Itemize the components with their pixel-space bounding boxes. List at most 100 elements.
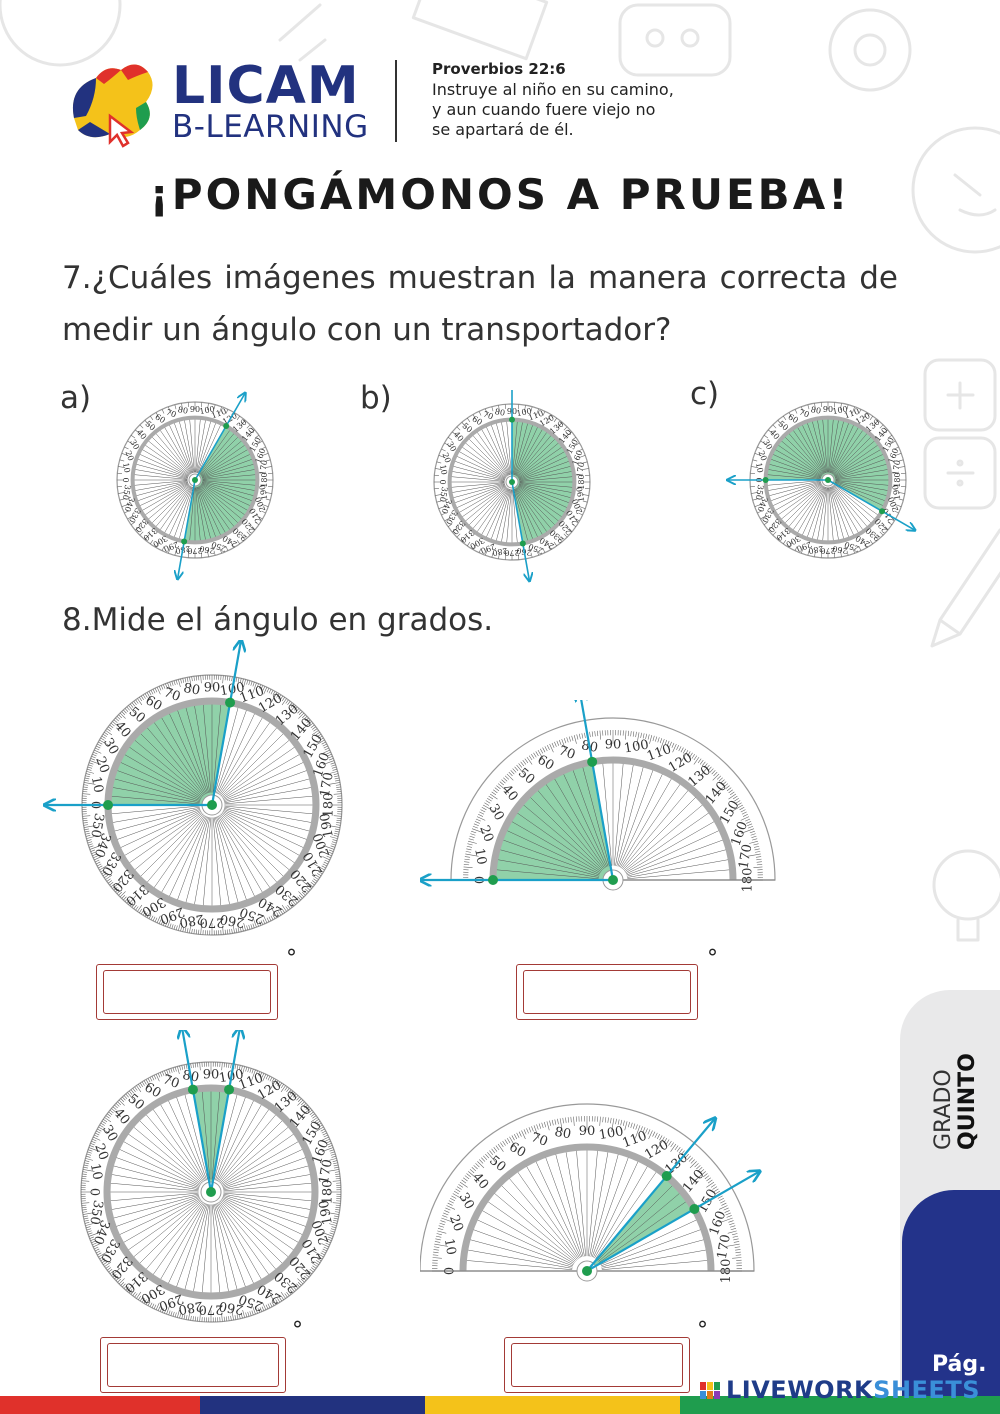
protractor-tick [247, 1067, 250, 1073]
protractor-tick [311, 730, 319, 736]
protractor-tick [287, 905, 291, 910]
protractor-spoke [183, 1203, 209, 1293]
protractor-tick [499, 781, 504, 786]
protractor-tick [186, 677, 189, 682]
protractor-scale-band [489, 756, 737, 881]
protractor-tick [163, 684, 166, 689]
protractor-tick [281, 908, 285, 913]
protractor-tick [123, 896, 127, 901]
protractor-tick [128, 705, 137, 715]
protractor-tick [137, 698, 143, 706]
protractor-tick [113, 719, 118, 723]
protractor-tick [333, 793, 342, 795]
protractor-tick [294, 1285, 299, 1289]
protractor-tick [98, 1250, 109, 1258]
protractor-tick [326, 855, 331, 859]
answer-box-2[interactable] [516, 964, 698, 1020]
answer-box-3[interactable] [100, 1337, 286, 1393]
protractor-spoke [111, 777, 201, 803]
protractor-tick [195, 929, 198, 935]
protractor-tick [465, 851, 471, 853]
protractor-tick [94, 1134, 99, 1138]
protractor-tick [166, 1069, 171, 1081]
protractor-tick [100, 1258, 105, 1262]
protractor-tick [242, 678, 244, 684]
protractor-tick [554, 1119, 557, 1125]
protractor-tick [293, 1286, 297, 1291]
protractor-scale-label: 280 [177, 1298, 204, 1317]
option-c-label[interactable]: c) [690, 376, 720, 412]
protractor-tick [230, 1063, 232, 1069]
protractor-spoke [590, 1151, 620, 1257]
protractor-tick [261, 1073, 265, 1078]
protractor-spoke [158, 1101, 205, 1182]
protractor-tick [91, 1140, 96, 1144]
protractor-figure-4: 0102030405060708090100110120130140150160… [420, 1103, 800, 1283]
protractor-tick [456, 533, 461, 538]
protractor-tick [149, 1077, 153, 1082]
answer-box-1[interactable] [96, 964, 278, 1020]
protractor-tick [199, 1313, 201, 1322]
protractor-tick [536, 1124, 539, 1130]
protractor-tick [581, 494, 589, 496]
protractor-tick [322, 1248, 327, 1252]
protractor-tick [249, 429, 255, 435]
protractor-tick [556, 740, 560, 746]
protractor-tick [546, 1121, 550, 1131]
protractor-tick [154, 688, 158, 693]
protractor-tick [335, 1209, 340, 1211]
protractor-tick [287, 1089, 292, 1094]
protractor-tick [491, 791, 497, 796]
protractor-option-b[interactable]: 0102030405060708090100110120130140150160… [410, 390, 610, 590]
protractor-tick [540, 748, 544, 754]
protractor-tick [719, 1217, 733, 1224]
protractor-tick [81, 1180, 90, 1182]
protractor-tick [289, 1289, 294, 1294]
protractor-tick [323, 861, 328, 865]
protractor-tick [90, 758, 95, 761]
protractor-tick [184, 927, 187, 933]
protractor-spoke [217, 710, 257, 794]
protractor-tick [635, 731, 637, 738]
protractor-spoke [143, 1201, 204, 1272]
protractor-tick [441, 512, 446, 516]
answer-box-4[interactable] [504, 1337, 690, 1393]
protractor-tick [269, 1077, 273, 1082]
protractor-spoke [219, 814, 280, 885]
protractor-option-a[interactable]: 0102030405060708090100110120130140150160… [100, 370, 300, 590]
liveworksheets-brand[interactable]: LIVEWORKSHEETS [700, 1376, 980, 1404]
protractor-tick [331, 764, 336, 767]
protractor-tick [674, 1145, 679, 1151]
protractor-tick [99, 739, 110, 747]
protractor-tick [706, 1181, 715, 1188]
protractor-tick [185, 1064, 188, 1069]
protractor-tick [169, 681, 172, 687]
protractor-scale-label: 60 [506, 1140, 528, 1161]
protractor-spoke [517, 486, 560, 523]
protractor-spoke [184, 816, 210, 906]
option-b-label[interactable]: b) [360, 380, 392, 416]
protractor-tick [301, 1267, 311, 1276]
protractor-tick [126, 899, 130, 904]
protractor-spoke [512, 489, 518, 545]
protractor-tick [729, 1225, 736, 1228]
protractor-tick [879, 531, 884, 536]
protractor-tick [200, 675, 202, 684]
protractor-tick [81, 1202, 90, 1204]
protractor-spoke [144, 814, 205, 885]
protractor-tick [82, 793, 91, 795]
protractor-spoke [833, 485, 873, 525]
protractor-tick [713, 771, 718, 777]
protractor-tick [630, 1122, 633, 1129]
protractor-tick [464, 858, 470, 861]
protractor-tick [542, 411, 546, 416]
option-a-label[interactable]: a) [60, 380, 92, 416]
protractor-tick [101, 1120, 106, 1124]
protractor-tick [435, 468, 443, 470]
protractor-spoke [201, 453, 252, 478]
protractor-tick [333, 773, 339, 775]
protractor-tick [86, 771, 95, 774]
protractor-tick [807, 550, 810, 556]
protractor-option-c[interactable]: 0102030405060708090100110120130140150160… [720, 380, 950, 580]
protractor-tick [114, 1275, 118, 1280]
